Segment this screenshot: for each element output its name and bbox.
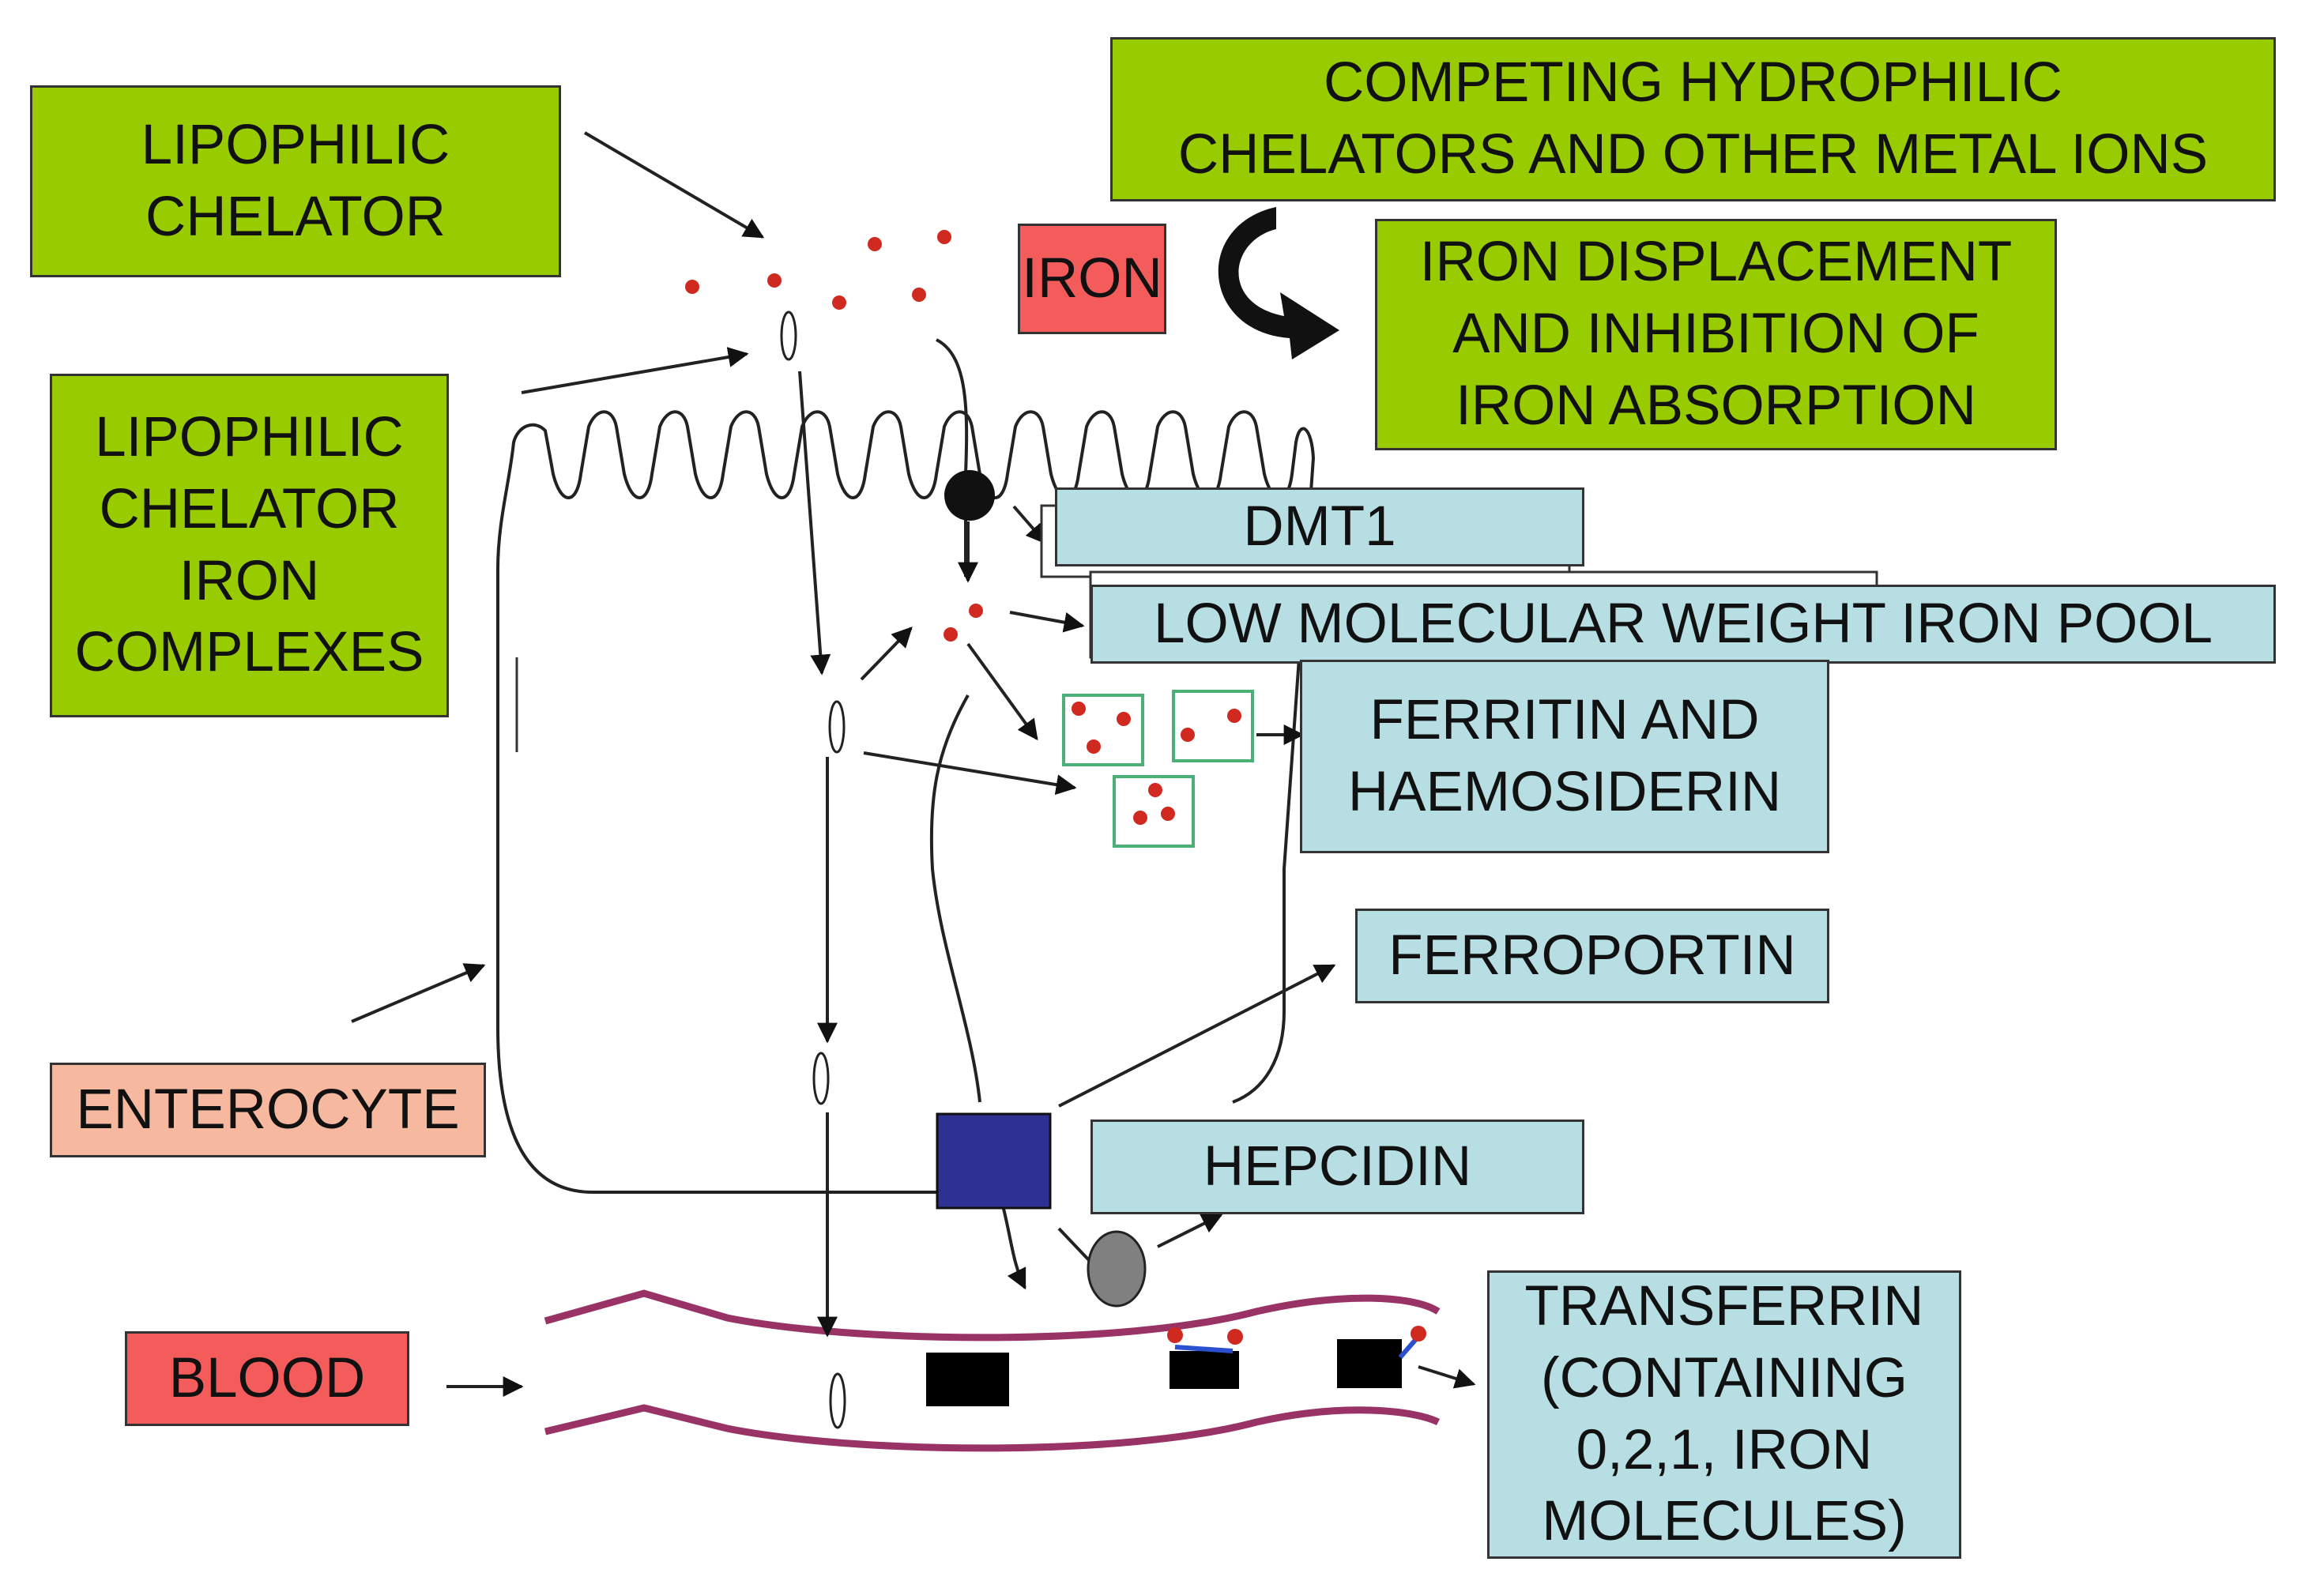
- transferrin-iron-dot-3: [1411, 1326, 1426, 1342]
- iron-pool-arrow: [1009, 611, 1085, 633]
- transferrin-iron-dot-1: [1167, 1327, 1183, 1343]
- low-molecular-weight-iron-pool-label: LOW MOLECULAR WEIGHT IRON POOL: [1090, 585, 2276, 664]
- chelator-to-ferritin-arrow: [863, 751, 1077, 796]
- transferrin-empty: [926, 1353, 1009, 1406]
- hepcidin-label: HEPCIDIN: [1090, 1120, 1584, 1214]
- blood-label: BLOOD: [125, 1331, 409, 1426]
- enterocyte-label: ENTEROCYTE: [50, 1063, 486, 1157]
- iron-pathway-line: [936, 338, 969, 577]
- chelator-transit-line: [798, 371, 831, 675]
- hepcidin-molecule: [1087, 1230, 1147, 1308]
- lipophilic-chelator-label: LIPOPHILIC CHELATOR: [30, 85, 561, 277]
- ferroportin-to-blood-arrow: [1002, 1208, 1026, 1290]
- hepcidin-arrow: [1157, 1214, 1223, 1248]
- chelator-complex-ellipse-1: [780, 310, 797, 361]
- enterocyte-cell-outline: [496, 410, 1316, 1194]
- pool-to-ferritin-arrow: [966, 642, 1038, 741]
- blood-vessel-upper-wall: [544, 1289, 1441, 1342]
- ferritin-iron-dots: [1072, 702, 1241, 825]
- transferrin-diferric: [1170, 1351, 1239, 1389]
- curved-arrow-icon: [1218, 207, 1339, 359]
- transferrin-arrow: [1418, 1365, 1476, 1389]
- lipophilic-chelator-arrow: [583, 131, 765, 239]
- dmt1-transporter: [944, 470, 995, 521]
- iron-pool-dots: [944, 604, 983, 642]
- dmt1-arrow: [1012, 505, 1047, 544]
- iron-to-pool-path: [929, 694, 981, 1103]
- lipophilic-chelator-iron-complexes-label: LIPOPHILIC CHELATOR IRON COMPLEXES: [50, 374, 449, 717]
- iron-displacement-label: IRON DISPLACEMENT AND INHIBITION OF IRON…: [1375, 219, 2057, 450]
- transferrin-monoferric-link: [1398, 1338, 1418, 1359]
- ferritin-haemosiderin-label: FERRITIN AND HAEMOSIDERIN: [1300, 660, 1829, 853]
- iron-label: IRON: [1018, 224, 1166, 334]
- complexes-arrow: [521, 347, 749, 394]
- ferritin-clusters: [1062, 690, 1254, 848]
- chelator-complex-ellipse-3: [812, 1052, 830, 1105]
- transferrin-label: TRANSFERRIN (CONTAINING 0,2,1, IRON MOLE…: [1487, 1270, 1961, 1559]
- cell-inner-panel: [518, 656, 789, 755]
- dmt1-label: DMT1: [1055, 487, 1584, 566]
- enterocyte-arrow: [351, 963, 486, 1023]
- ferroportin-label: FERROPORTIN: [1355, 909, 1829, 1003]
- competing-chelators-label: COMPETING HYDROPHILIC CHELATORS AND OTHE…: [1110, 37, 2276, 201]
- ferroportin-protein: [936, 1112, 1052, 1210]
- iron-dots-lumen: [685, 230, 951, 310]
- ferroportin-arrow: [1058, 964, 1336, 1108]
- transferrin-monoferric: [1337, 1339, 1402, 1388]
- chelator-complex-ellipse-2: [828, 700, 846, 754]
- blood-vessel-lower-wall: [544, 1404, 1441, 1452]
- transferrin-diferric-link: [1174, 1345, 1234, 1353]
- transferrin-iron-dot-2: [1227, 1329, 1243, 1345]
- pool-from-chelator-arrow: [860, 627, 913, 681]
- ferroportin-hepcidin-link: [1057, 1227, 1090, 1262]
- chelator-complex-ellipse-4: [829, 1372, 846, 1429]
